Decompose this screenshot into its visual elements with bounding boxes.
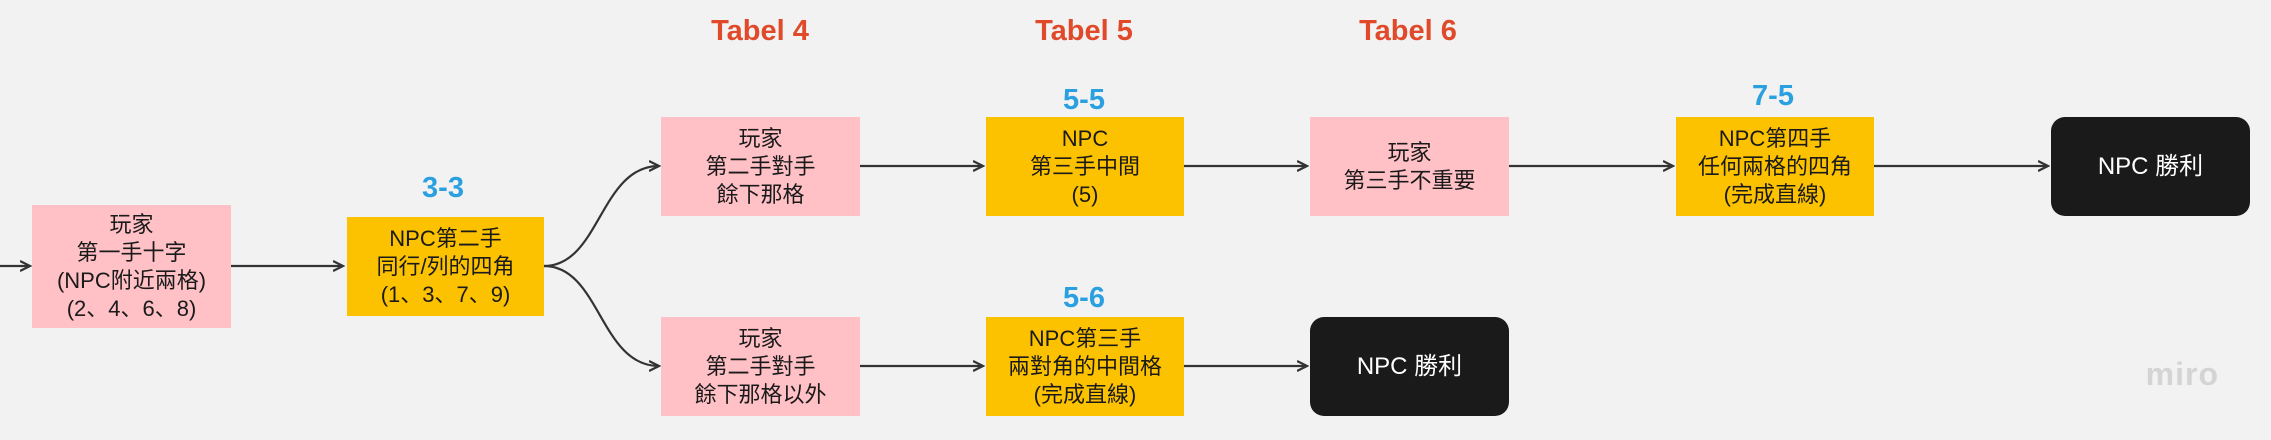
node-npc-third-move-middle[interactable]: NPC 第三手中間 (5)	[986, 117, 1184, 216]
node-npc-third-move-diagonal[interactable]: NPC第三手 兩對角的中間格 (完成直線)	[986, 317, 1184, 416]
column-header-tabel-5: Tabel 5	[1035, 15, 1133, 47]
column-header-tabel-4: Tabel 4	[711, 15, 809, 47]
node-player-first-move[interactable]: 玩家 第一手十字 (NPC附近兩格) (2、4、6、8)	[32, 205, 231, 328]
node-player-second-move-bottom[interactable]: 玩家 第二手對手 餘下那格以外	[661, 317, 860, 416]
score-label-5-6: 5-6	[1063, 282, 1105, 314]
node-npc-second-move[interactable]: NPC第二手 同行/列的四角 (1、3、7、9)	[347, 217, 544, 316]
column-header-tabel-6: Tabel 6	[1359, 15, 1457, 47]
score-label-5-5: 5-5	[1063, 84, 1105, 116]
edge-npc-second-to-player-second-top	[543, 166, 659, 268]
node-npc-fourth-move[interactable]: NPC第四手 任何兩格的四角 (完成直線)	[1676, 117, 1874, 216]
node-player-second-move-top[interactable]: 玩家 第二手對手 餘下那格	[661, 117, 860, 216]
score-label-7-5: 7-5	[1752, 80, 1794, 112]
node-npc-win-top[interactable]: NPC 勝利	[2051, 117, 2250, 216]
miro-watermark: miro	[2145, 356, 2219, 392]
node-npc-win-bottom[interactable]: NPC 勝利	[1310, 317, 1509, 416]
edge-npc-second-to-player-second-bottom	[543, 264, 659, 366]
node-player-third-move[interactable]: 玩家 第三手不重要	[1310, 117, 1509, 216]
score-label-3-3: 3-3	[422, 172, 464, 204]
